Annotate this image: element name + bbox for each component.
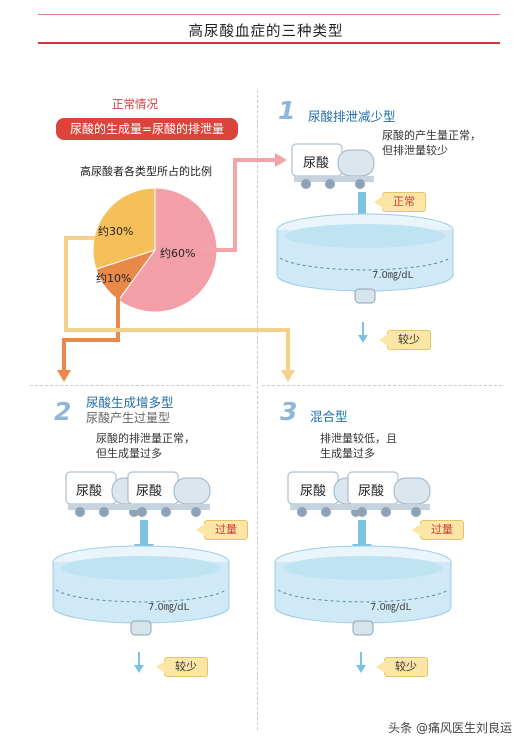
- type3-number: 3: [280, 397, 298, 426]
- pie-label-10: 约10%: [96, 272, 132, 285]
- connector-arrows: [57, 153, 295, 382]
- type3-desc-1: 排泄量较低，且: [320, 432, 397, 445]
- pie-title: 高尿酸者各类型所占的比例: [80, 165, 212, 178]
- type3-tag-out: 较少: [376, 657, 428, 677]
- type2-desc-2: 但生成量过多: [96, 447, 162, 460]
- type1-tag-out: 较少: [379, 330, 431, 350]
- horizontal-divider-left: [30, 385, 250, 386]
- type1-desc-2: 但排泄量较少: [382, 144, 448, 157]
- type2-outflow-arrow: [134, 652, 144, 673]
- type1-concentration: 7.0㎎/dL: [372, 270, 414, 281]
- type1-number: 1: [278, 96, 296, 125]
- pie-label-60: 约60%: [160, 247, 196, 260]
- type3-truck-b: [347, 471, 431, 517]
- title-bottom-rule: [38, 42, 500, 44]
- horizontal-divider-right: [262, 385, 502, 386]
- type1-tank: [276, 213, 454, 304]
- type1-truck: [291, 143, 375, 189]
- type2-desc-1: 尿酸的排泄量正常，: [96, 432, 195, 445]
- type3-truck-label-b: 尿酸: [358, 484, 385, 499]
- type3-desc-2: 生成量过多: [320, 447, 375, 460]
- title-top-rule: [38, 14, 500, 15]
- pie-slice-2: [92, 187, 156, 270]
- pie-label-30: 约30%: [98, 225, 134, 238]
- pie-chart: [92, 187, 218, 313]
- type2-name: 尿酸生成增多型: [86, 395, 174, 410]
- type1-desc-1: 尿酸的产生量正常，: [382, 129, 481, 142]
- type2-concentration: 7.0㎎/dL: [148, 602, 190, 613]
- type3-tag-in: 过量: [412, 520, 464, 540]
- page-title: 高尿酸血症的三种类型: [188, 24, 344, 40]
- type2-truck-b: [127, 471, 211, 517]
- type2-tag-out: 较少: [156, 657, 208, 677]
- type3-name: 混合型: [310, 409, 348, 424]
- type3-truck-label-a: 尿酸: [300, 484, 327, 499]
- type2-subname: 尿酸产生过量型: [86, 411, 171, 425]
- normal-case-label: 正常情况: [112, 97, 158, 111]
- normal-equation-badge: 尿酸的生成量=尿酸的排泄量: [56, 118, 238, 140]
- type2-tank: [52, 545, 230, 636]
- type2-number: 2: [54, 397, 72, 426]
- type1-name: 尿酸排泄减少型: [308, 109, 396, 124]
- vertical-divider: [257, 90, 258, 730]
- type3-outflow-arrow: [356, 652, 366, 673]
- pie-slice-0: [117, 187, 218, 313]
- watermark: 头条 @痛风医生刘良运: [388, 721, 512, 735]
- type1-tag-in: 正常: [374, 192, 426, 212]
- type2-tag-in: 过量: [196, 520, 248, 540]
- type3-tank: [274, 545, 452, 636]
- type2-truck-label-b: 尿酸: [136, 484, 163, 499]
- type1-truck-label: 尿酸: [303, 156, 330, 171]
- type3-concentration: 7.0㎎/dL: [370, 602, 412, 613]
- type1-outflow-arrow: [358, 322, 368, 343]
- type2-truck-label-a: 尿酸: [76, 484, 103, 499]
